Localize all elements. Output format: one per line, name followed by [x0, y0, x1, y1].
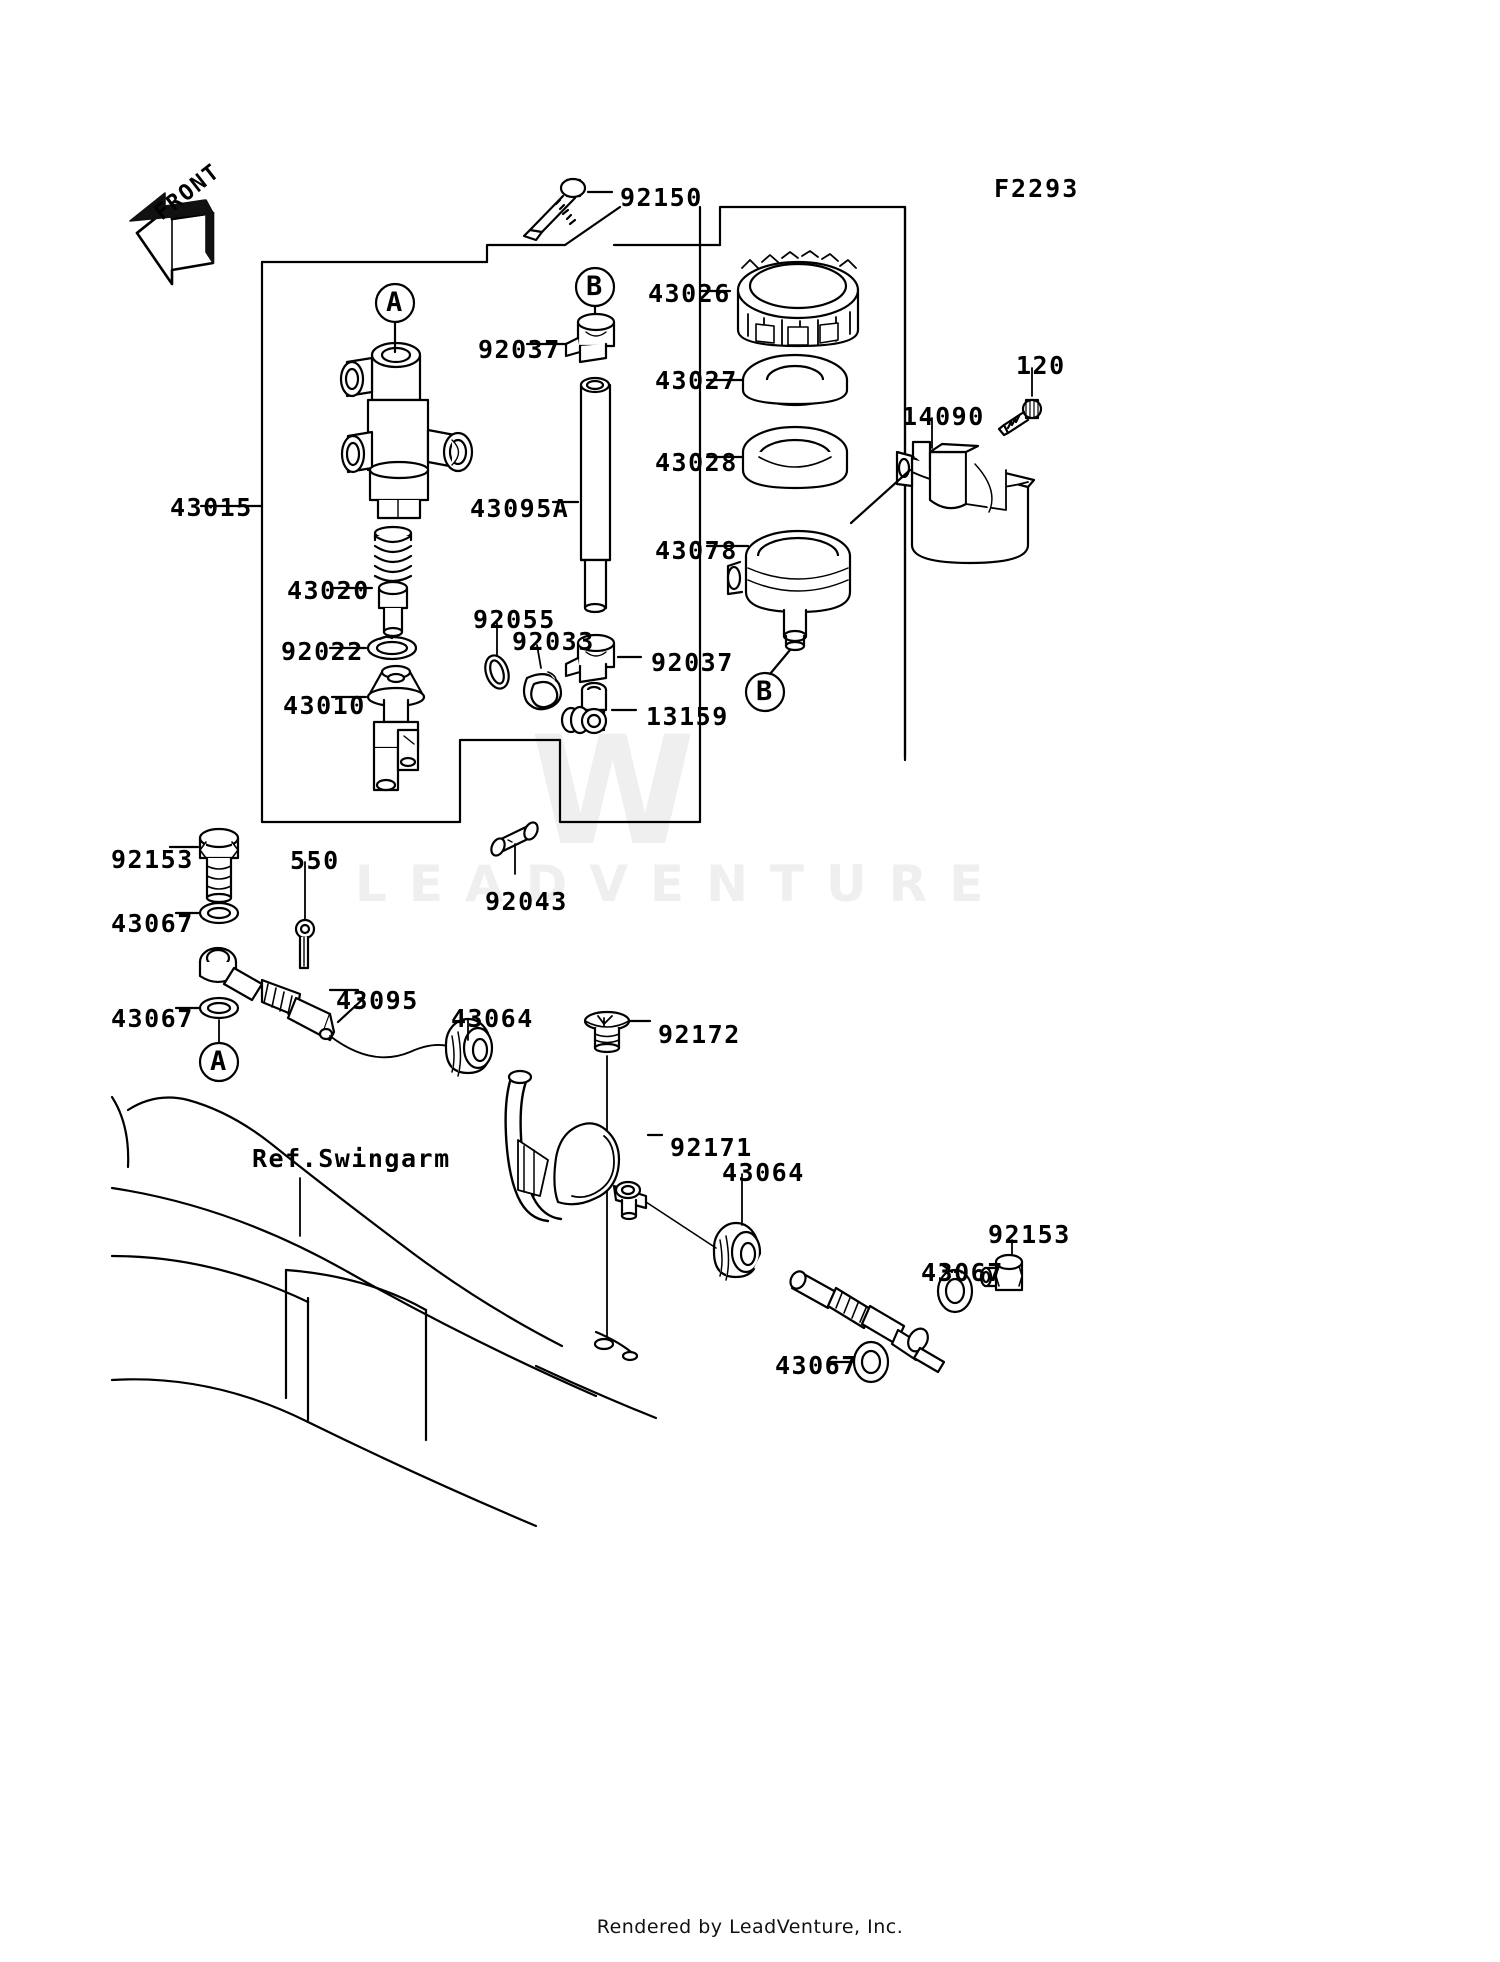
part-43026-reservoir-cap — [736, 250, 860, 348]
part-43095A-push-rod — [579, 376, 612, 614]
callout-a-upper-letter: A — [386, 287, 403, 318]
callout-b-lower-letter: B — [756, 676, 773, 707]
part-43095-brake-hose-upper — [198, 946, 471, 1063]
part-label-92043[interactable]: 92043 — [485, 887, 568, 916]
part-13159-joint — [560, 681, 608, 735]
part-label-92022[interactable]: 92022 — [281, 637, 364, 666]
part-43020-spring — [373, 525, 413, 638]
part-43028-diaphragm — [741, 425, 849, 490]
ref-swingarm-label: Ref.Swingarm — [252, 1144, 451, 1173]
part-92153-bolt-lower — [979, 1253, 1024, 1292]
part-43015-master-cylinder-body — [339, 341, 474, 520]
part-label-43095[interactable]: 43095 — [336, 986, 419, 1015]
part-43064-grommet-lower — [712, 1221, 762, 1281]
ref-swingarm-illustration — [110, 1095, 658, 1528]
part-label-43067-lower-right[interactable]: 43067 — [921, 1258, 1004, 1287]
part-label-43020[interactable]: 43020 — [287, 576, 370, 605]
part-label-43064-lower[interactable]: 43064 — [722, 1158, 805, 1187]
group-outline-43015 — [260, 205, 907, 824]
part-label-43027[interactable]: 43027 — [655, 366, 738, 395]
part-92022-circlip — [366, 635, 418, 661]
part-92043-pin — [490, 821, 539, 857]
part-label-92037-upper[interactable]: 92037 — [478, 335, 561, 364]
callout-a-upper — [374, 282, 416, 354]
part-92037-clamp-upper — [564, 312, 616, 364]
part-label-43028[interactable]: 43028 — [655, 448, 738, 477]
part-label-14090[interactable]: 14090 — [902, 402, 985, 431]
part-label-43095A[interactable]: 43095A — [470, 494, 570, 523]
part-43027-plate — [741, 353, 849, 407]
part-43067-washer-bottom — [852, 1340, 890, 1384]
part-label-92153-lower[interactable]: 92153 — [988, 1220, 1071, 1249]
part-43067-washer-upper — [198, 901, 240, 925]
part-92037-clamp-lower — [564, 633, 616, 684]
callout-a-lower-letter: A — [210, 1046, 227, 1077]
part-label-43067-mid[interactable]: 43067 — [111, 1004, 194, 1033]
part-label-43010[interactable]: 43010 — [283, 691, 366, 720]
part-label-92153-upper[interactable]: 92153 — [111, 845, 194, 874]
part-label-43026[interactable]: 43026 — [648, 279, 731, 308]
part-92150-bolt — [522, 177, 614, 242]
callout-b-upper — [574, 266, 616, 332]
part-label-92033[interactable]: 92033 — [512, 627, 595, 656]
part-92171-hose-clamp — [504, 1069, 648, 1223]
part-label-92055[interactable]: 92055 — [473, 605, 556, 634]
part-label-120[interactable]: 120 — [1016, 351, 1066, 380]
diagram-code: F2293 — [994, 174, 1080, 203]
part-43067-washer-lower-right — [936, 1268, 974, 1314]
part-label-43067-bottom[interactable]: 43067 — [775, 1351, 858, 1380]
part-label-92037-lower[interactable]: 92037 — [651, 648, 734, 677]
part-92153-bolt-upper — [198, 827, 240, 904]
part-92172-screw — [583, 1010, 631, 1054]
part-43010-piston — [366, 664, 426, 792]
part-label-13159[interactable]: 13159 — [646, 702, 729, 731]
part-43095-brake-hose-lower — [754, 1252, 946, 1374]
part-43064-grommet-upper — [444, 1017, 494, 1077]
part-43067-washer-mid — [198, 996, 240, 1020]
part-label-92172[interactable]: 92172 — [658, 1020, 741, 1049]
part-14090-bracket — [895, 440, 1036, 565]
callout-b-upper-letter: B — [586, 271, 603, 302]
part-92055-o-ring — [484, 654, 510, 690]
part-550-cotter-pin — [294, 918, 316, 970]
part-120-screw — [997, 398, 1043, 437]
part-43078-reservoir — [726, 529, 852, 652]
part-label-92171[interactable]: 92171 — [670, 1133, 753, 1162]
part-label-43015[interactable]: 43015 — [170, 493, 253, 522]
part-label-92150[interactable]: 92150 — [620, 183, 703, 212]
render-credit: Rendered by LeadVenture, Inc. — [596, 1916, 904, 1938]
part-label-43067-upper[interactable]: 43067 — [111, 909, 194, 938]
front-arrow-icon — [129, 192, 215, 286]
part-label-550[interactable]: 550 — [290, 846, 340, 875]
part-label-43064-upper[interactable]: 43064 — [451, 1004, 534, 1033]
callout-a-lower — [198, 1019, 240, 1083]
part-label-43078[interactable]: 43078 — [655, 536, 738, 565]
part-92033-snap-ring — [522, 671, 563, 711]
callout-b-lower — [744, 648, 792, 713]
